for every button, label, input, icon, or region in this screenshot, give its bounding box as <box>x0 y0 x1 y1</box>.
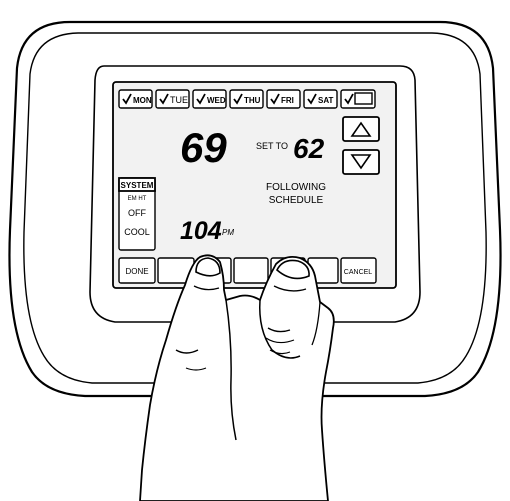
day-button-sat[interactable]: SAT <box>303 89 338 109</box>
temp-up-button[interactable] <box>342 116 380 142</box>
system-label-box <box>118 177 156 192</box>
day-label-wed: WED <box>207 96 226 105</box>
system-option-off[interactable]: OFF <box>128 208 146 218</box>
fingernail-right <box>276 259 310 280</box>
current-temperature: 69 <box>180 124 227 171</box>
finger-outline <box>259 299 301 359</box>
checkmark-icon <box>159 93 169 105</box>
fingernail-left <box>195 257 221 277</box>
clock-time: 104 <box>180 217 222 245</box>
day-button-thu[interactable]: THU <box>229 89 264 109</box>
system-option-em-ht[interactable]: EM HT <box>128 196 147 202</box>
set-to-label: SET TO <box>256 141 288 151</box>
day-label-thu: THU <box>244 96 261 105</box>
system-option-cool[interactable]: COOL <box>124 227 150 237</box>
finger-crease <box>273 285 307 292</box>
knuckle-crease <box>185 367 207 371</box>
knuckle-crease <box>265 337 295 344</box>
triangle-down-icon <box>350 154 372 170</box>
day-label-sun-box <box>354 92 373 105</box>
day-buttons-row: MON TUE WED THU FRI SAT <box>118 89 376 109</box>
system-mode-panel[interactable]: SYSTEM EM HT OFF COOL <box>118 177 156 251</box>
finger-outline <box>311 301 321 346</box>
checkmark-icon <box>307 93 317 105</box>
system-label: SYSTEM <box>121 181 154 190</box>
checkmark-icon <box>344 93 354 105</box>
knuckle-crease <box>269 349 291 355</box>
hand-shape <box>139 254 335 501</box>
day-label-tue: TUE <box>170 95 188 105</box>
knuckle-crease <box>267 327 291 333</box>
lcd-screen[interactable] <box>112 81 397 289</box>
hand-illustration <box>139 254 335 501</box>
day-button-mon[interactable]: MON <box>118 89 153 109</box>
status-line-2: SCHEDULE <box>269 195 324 206</box>
day-button-fri[interactable]: FRI <box>266 89 301 109</box>
cancel-button-label: CANCEL <box>344 269 373 276</box>
finger-outline <box>225 299 237 441</box>
checkmark-icon <box>122 93 132 105</box>
cancel-button[interactable]: CANCEL <box>340 257 377 284</box>
done-button-label: DONE <box>125 267 148 276</box>
clock-suffix: PM <box>222 228 234 237</box>
checkmark-icon <box>270 93 280 105</box>
checkmark-icon <box>196 93 206 105</box>
day-button-tue[interactable]: TUE <box>155 89 190 109</box>
bottom-buttons-row: DONE CANCEL <box>118 257 377 284</box>
day-button-wed[interactable]: WED <box>192 89 227 109</box>
day-label-mon: MON <box>133 96 152 105</box>
set-temperature: 62 <box>293 133 325 164</box>
knuckle-crease <box>175 349 199 354</box>
checkmark-icon <box>233 93 243 105</box>
day-button-sun[interactable] <box>340 89 376 109</box>
triangle-up-icon <box>350 121 372 137</box>
day-label-fri: FRI <box>281 96 294 105</box>
done-button[interactable]: DONE <box>118 257 156 284</box>
status-line-1: FOLLOWING <box>266 182 326 193</box>
finger-crease <box>193 285 220 291</box>
temp-down-button[interactable] <box>342 149 380 175</box>
blank-button-3[interactable] <box>233 257 269 284</box>
day-label-sat: SAT <box>318 96 334 105</box>
